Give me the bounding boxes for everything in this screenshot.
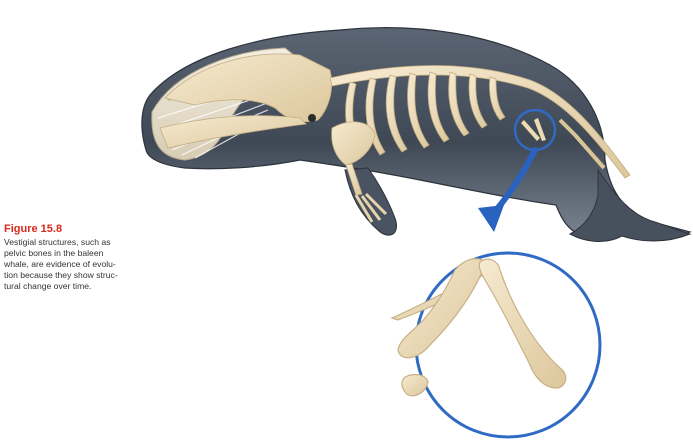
figure-title: Figure 15.8 xyxy=(4,223,214,235)
enlarged-pelvic-callout xyxy=(392,253,600,437)
caption-line: whale, are evidence of evolu- xyxy=(4,259,214,270)
caption-line: tion because they show struc- xyxy=(4,270,214,281)
figure-caption: Figure 15.8 Vestigial structures, such a… xyxy=(4,223,214,292)
caption-line: pelvic bones in the baleen xyxy=(4,248,214,259)
caption-line: tural change over time. xyxy=(4,281,214,292)
caption-line: Vestigial structures, such as xyxy=(4,237,214,248)
